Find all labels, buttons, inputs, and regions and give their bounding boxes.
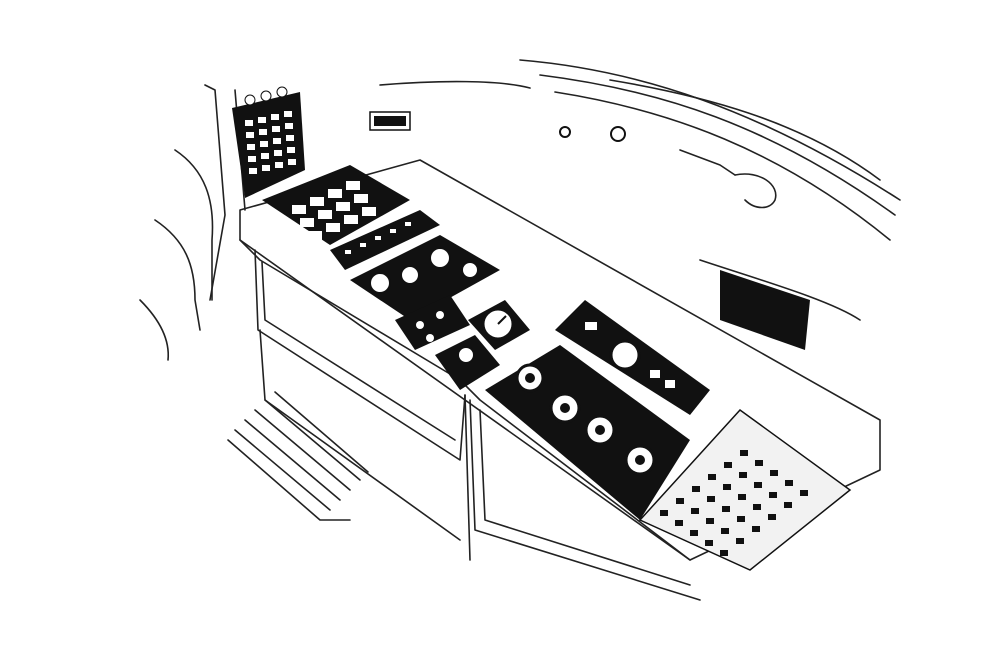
canopy-frame bbox=[379, 59, 901, 241]
canopy-latch bbox=[559, 126, 777, 209]
panel-small-toggles bbox=[395, 295, 470, 350]
left-wall bbox=[139, 84, 246, 361]
panel-instrument bbox=[555, 300, 710, 415]
round-gauge bbox=[468, 300, 530, 350]
panel-switch-strip bbox=[330, 210, 440, 270]
foot-rest bbox=[227, 391, 369, 521]
panel-keypad bbox=[262, 165, 410, 245]
panel-button-grid bbox=[638, 408, 852, 571]
top-placard bbox=[369, 111, 411, 131]
panel-lower-knob bbox=[435, 335, 500, 390]
side-wall-box bbox=[699, 259, 861, 350]
upper-left-switch-panel bbox=[232, 86, 305, 198]
panel-knobs bbox=[350, 235, 500, 320]
panel-four-knobs bbox=[485, 345, 690, 520]
